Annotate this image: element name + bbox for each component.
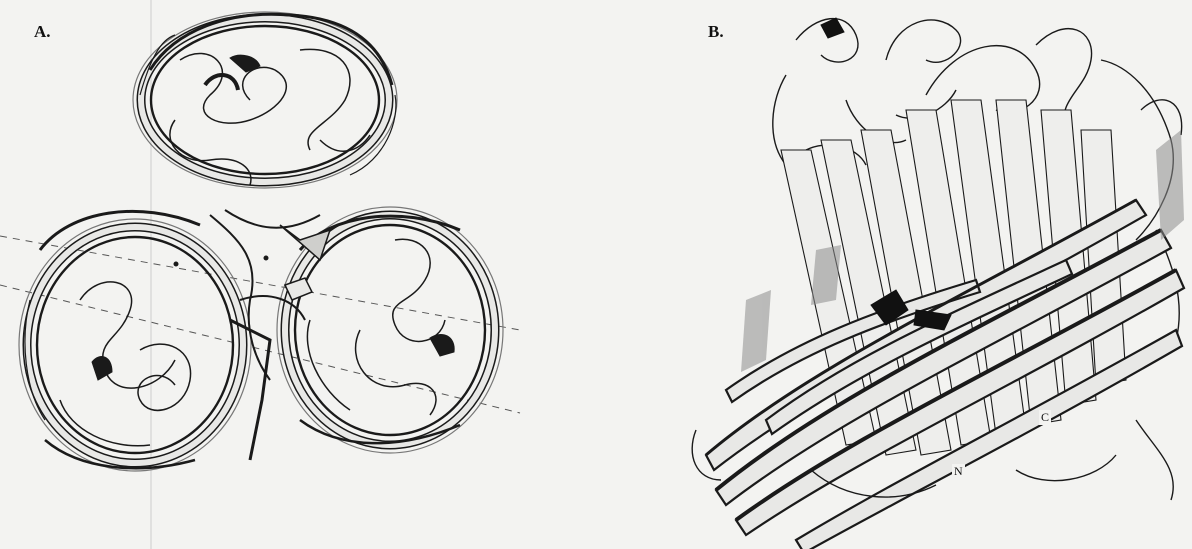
panel-a: A. [0,0,596,549]
panel-b-label: B. [708,22,724,42]
barrel-side-view [596,0,1192,549]
trimer-top-view [0,0,596,549]
barrel-subunit-top [133,12,397,188]
dashed-guide-lines [0,236,520,413]
barrel-subunit-left [19,211,251,471]
c-terminus-label: C [1039,410,1051,425]
n-terminus-label: N [952,464,965,479]
panel-b: B. N C [596,0,1192,549]
